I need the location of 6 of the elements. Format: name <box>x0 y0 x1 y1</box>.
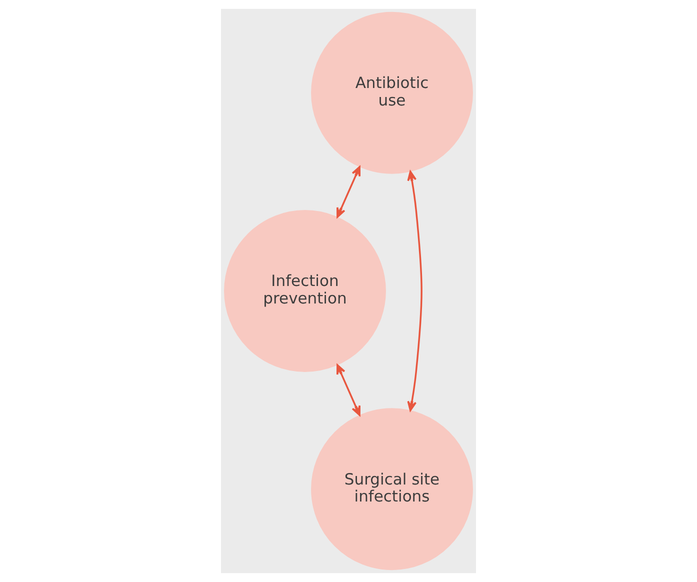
arrow <box>407 170 422 412</box>
arrow <box>336 166 361 218</box>
node-circle: Infection prevention <box>224 210 386 372</box>
node-circle: Surgical site infections <box>311 408 473 570</box>
node-circle: Antibiotic use <box>311 12 473 174</box>
arrow <box>336 364 360 416</box>
